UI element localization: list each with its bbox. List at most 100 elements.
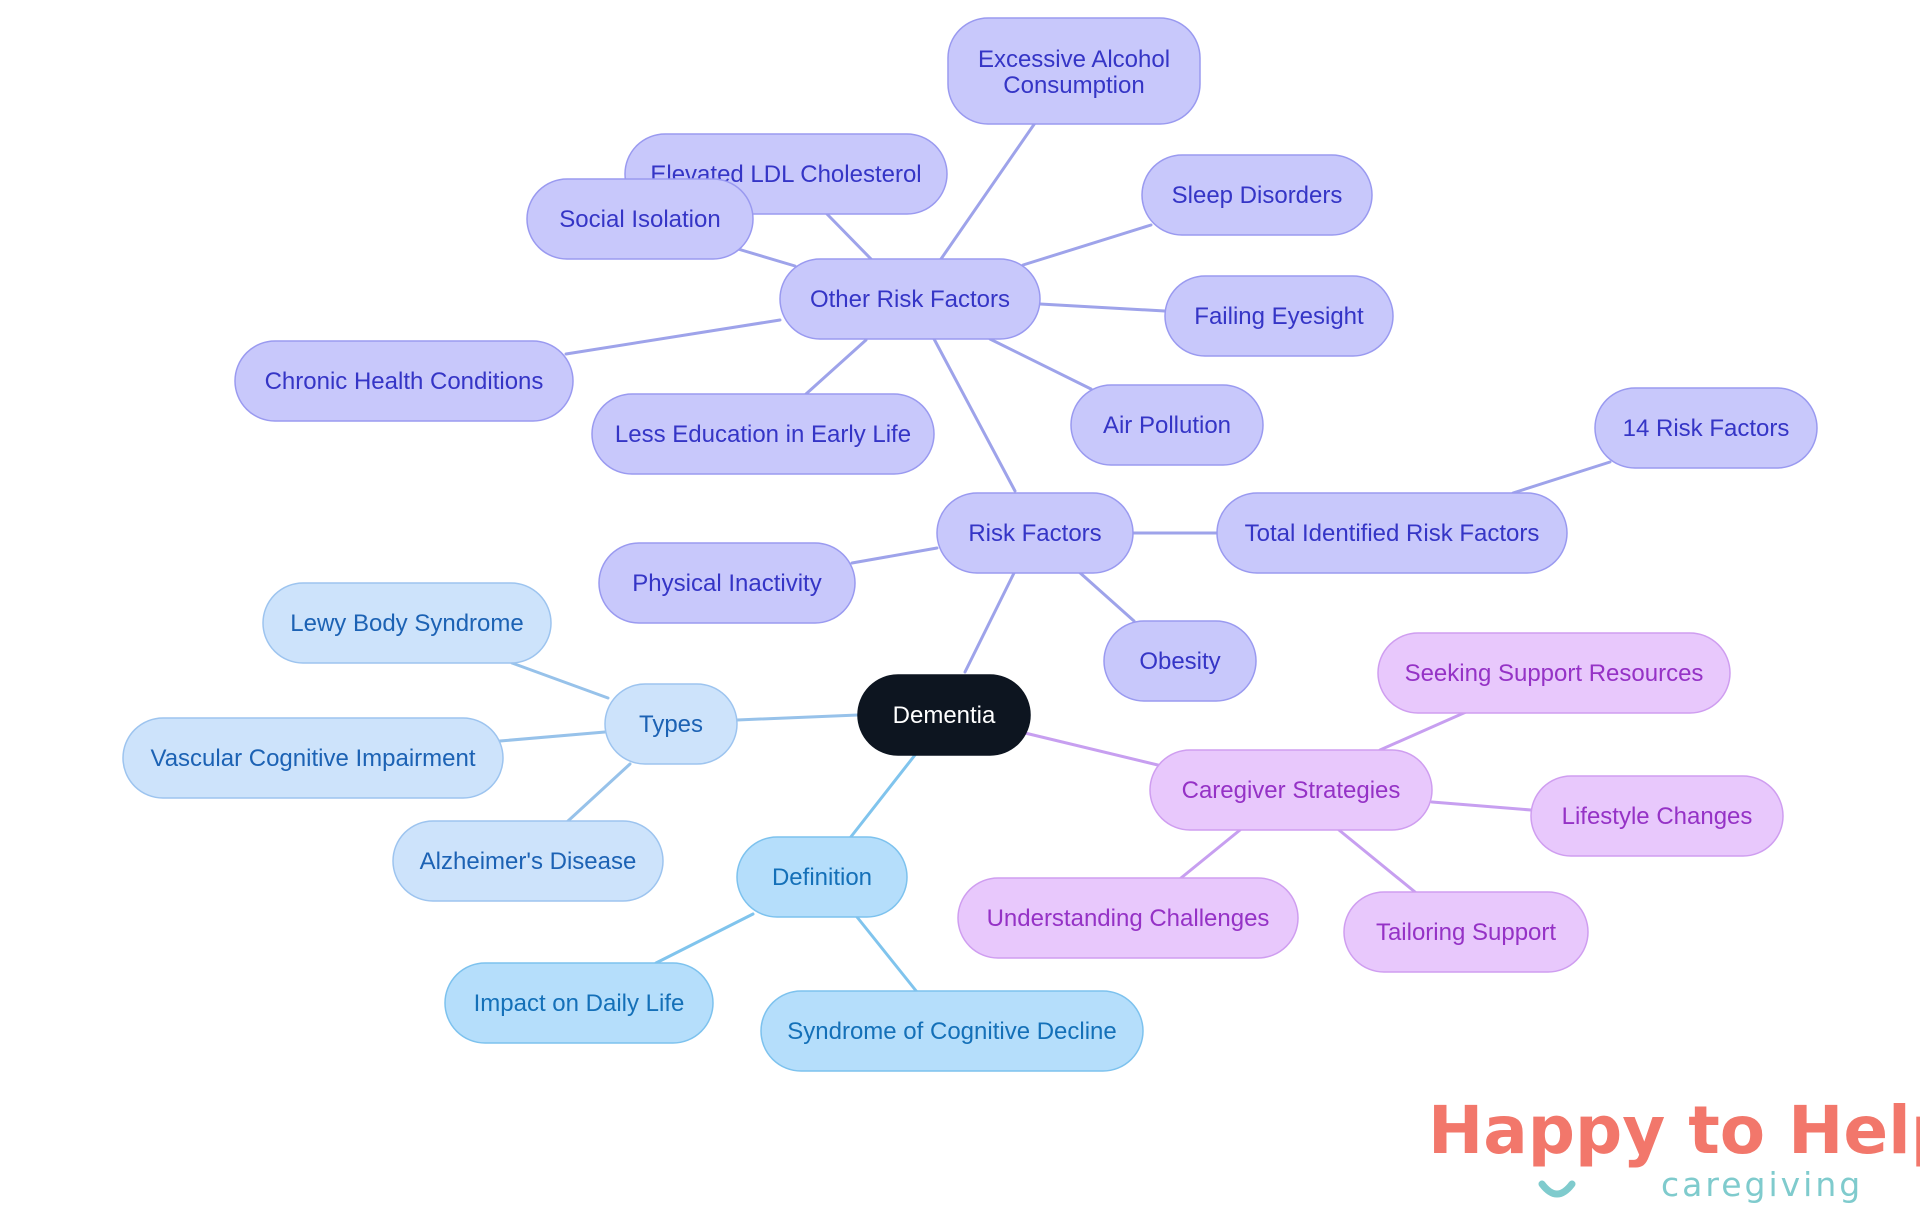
node-label: Obesity [1139, 648, 1220, 675]
node-chronic[interactable]: Chronic Health Conditions [234, 340, 574, 422]
node-shape [1530, 775, 1784, 857]
node-label: Less Education in Early Life [615, 421, 911, 448]
node-label: Sleep Disorders [1172, 182, 1343, 209]
node-label: Chronic Health Conditions [265, 368, 544, 395]
node-label: Dementia [893, 702, 996, 729]
node-shape [234, 340, 574, 422]
node-label: Air Pollution [1103, 412, 1231, 439]
node-label: Tailoring Support [1376, 919, 1556, 946]
node-syndrome[interactable]: Syndrome of Cognitive Decline [760, 990, 1144, 1072]
node-types[interactable]: Types [604, 683, 738, 765]
node-shape [1164, 275, 1394, 357]
edge-other-to-chronic [564, 318, 782, 356]
node-total[interactable]: Total Identified Risk Factors [1216, 492, 1568, 574]
node-alzheimers[interactable]: Alzheimer's Disease [392, 820, 664, 902]
node-label: Caregiver Strategies [1182, 777, 1401, 804]
node-label: Social Isolation [559, 206, 720, 233]
brand-logo: Happy to Help caregiving [1428, 1092, 1920, 1204]
edge-root-to-types [735, 713, 860, 722]
edge-root-to-risk [963, 569, 1017, 674]
node-education[interactable]: Less Education in Early Life [591, 393, 935, 475]
node-fourteen[interactable]: 14 Risk Factors [1594, 387, 1818, 469]
node-understanding[interactable]: Understanding Challenges [957, 877, 1299, 959]
node-other[interactable]: Other Risk Factors [779, 258, 1041, 340]
node-shape [444, 962, 714, 1044]
edge-other-to-education [804, 338, 868, 396]
node-shape [857, 674, 1031, 756]
node-sleep[interactable]: Sleep Disorders [1141, 154, 1373, 236]
node-label: Total Identified Risk Factors [1245, 520, 1540, 547]
node-shape [1216, 492, 1568, 574]
node-eyesight[interactable]: Failing Eyesight [1164, 275, 1394, 357]
node-shape [1343, 891, 1589, 973]
node-lifestyle[interactable]: Lifestyle Changes [1530, 775, 1784, 857]
edge-other-to-isolation [736, 247, 797, 268]
edge-caregiver-to-lifestyle [1430, 800, 1533, 812]
edge-root-to-definition [848, 753, 917, 840]
edge-other-to-eyesight [1038, 302, 1167, 313]
node-label: Failing Eyesight [1194, 303, 1364, 330]
node-label: Types [639, 711, 703, 738]
node-shape [936, 492, 1134, 574]
edge-risk-to-other [931, 335, 1017, 493]
node-label: Physical Inactivity [632, 570, 821, 597]
node-shape [392, 820, 664, 902]
node-shape [760, 990, 1144, 1072]
node-seeking[interactable]: Seeking Support Resources [1377, 632, 1731, 714]
node-obesity[interactable]: Obesity [1103, 620, 1257, 702]
edge-root-to-caregiver [1023, 731, 1164, 768]
edge-types-to-lewy [510, 661, 610, 700]
edge-caregiver-to-tailoring [1337, 828, 1417, 894]
node-inactivity[interactable]: Physical Inactivity [598, 542, 856, 624]
node-caregiver[interactable]: Caregiver Strategies [1149, 749, 1433, 831]
edge-definition-to-impact [654, 912, 755, 965]
node-pollution[interactable]: Air Pollution [1070, 384, 1264, 466]
node-risk[interactable]: Risk Factors [936, 492, 1134, 574]
node-shape [1070, 384, 1264, 466]
node-lewy[interactable]: Lewy Body Syndrome [262, 582, 552, 664]
node-shape [779, 258, 1041, 340]
node-label: Lifestyle Changes [1562, 803, 1753, 830]
node-label: 14 Risk Factors [1623, 415, 1790, 442]
node-shape [1149, 749, 1433, 831]
node-shape [957, 877, 1299, 959]
edge-definition-to-syndrome [855, 915, 919, 994]
smile-icon [1538, 1180, 1576, 1198]
node-vascular[interactable]: Vascular Cognitive Impairment [122, 717, 504, 799]
edge-other-to-pollution [988, 337, 1093, 391]
node-shape [526, 178, 754, 260]
node-shape [947, 17, 1201, 125]
logo-tagline: caregiving [1661, 1165, 1863, 1204]
node-label: Lewy Body Syndrome [290, 610, 523, 637]
edge-other-to-alcohol [939, 121, 1037, 261]
node-definition[interactable]: Definition [736, 836, 908, 918]
node-shape [591, 393, 935, 475]
node-impact[interactable]: Impact on Daily Life [444, 962, 714, 1044]
node-label: Impact on Daily Life [474, 990, 685, 1017]
connector-lines [498, 121, 1612, 994]
edge-risk-to-obesity [1076, 569, 1136, 623]
node-shape [1594, 387, 1818, 469]
edge-risk-to-inactivity [850, 546, 939, 565]
edge-caregiver-to-understanding [1179, 828, 1242, 880]
node-label: Seeking Support Resources [1405, 660, 1704, 687]
node-shape [262, 582, 552, 664]
node-label: Alzheimer's Disease [420, 848, 637, 875]
node-shape [604, 683, 738, 765]
node-shape [1141, 154, 1373, 236]
node-shape [122, 717, 504, 799]
node-label: Understanding Challenges [987, 905, 1270, 932]
node-shape [598, 542, 856, 624]
node-isolation[interactable]: Social Isolation [526, 178, 754, 260]
node-label: Definition [772, 864, 872, 891]
root-node[interactable]: Dementia [857, 674, 1031, 756]
node-shape [1377, 632, 1731, 714]
edge-types-to-vascular [498, 730, 607, 743]
node-label: Vascular Cognitive Impairment [150, 745, 475, 772]
node-label: Other Risk Factors [810, 286, 1010, 313]
edge-other-to-ldl [825, 212, 873, 261]
node-tailoring[interactable]: Tailoring Support [1343, 891, 1589, 973]
